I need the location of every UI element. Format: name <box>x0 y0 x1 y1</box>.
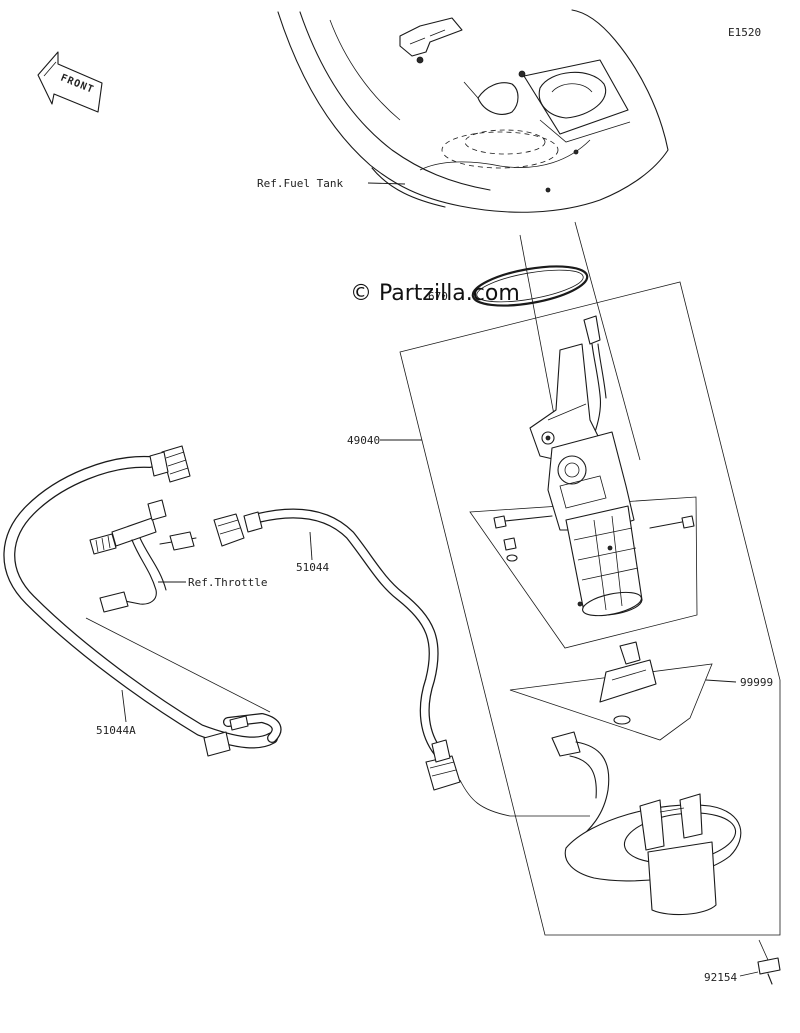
front-arrow-icon: FRONT <box>37 51 103 113</box>
ref-throttle-label: Ref.Throttle <box>188 576 267 589</box>
bolt-92154 <box>739 939 781 985</box>
nut-small <box>503 537 518 562</box>
screw-right <box>649 515 695 529</box>
screw-left <box>493 515 553 529</box>
fuel-filter-sock <box>599 641 657 725</box>
fuel-tank-reference <box>277 9 669 213</box>
fuel-pump-unit <box>529 315 643 617</box>
ref-fuel-tank-label: Ref.Fuel Tank <box>257 177 343 190</box>
part-51044a-label: 51044A <box>96 724 136 737</box>
watermark: © Partzilla.com <box>350 281 520 306</box>
part-49040-label: 49040 <box>347 434 380 447</box>
o-ring-670 <box>471 265 589 307</box>
part-99999-label: 99999 <box>740 676 773 689</box>
part-92154-label: 92154 <box>704 971 737 984</box>
center-line-2 <box>574 221 641 461</box>
assembly-49040-outline <box>399 281 781 936</box>
pump-base-flange <box>551 731 742 916</box>
fuel-hose-51044a <box>3 445 282 757</box>
center-line-1 <box>519 234 556 421</box>
diagram-code: E1520 <box>728 26 761 39</box>
throttle-t-fitting <box>89 499 197 613</box>
fuel-hose-51044 <box>213 508 590 817</box>
part-670-label: 670 <box>428 290 448 303</box>
part-51044-label: 51044 <box>296 561 329 574</box>
